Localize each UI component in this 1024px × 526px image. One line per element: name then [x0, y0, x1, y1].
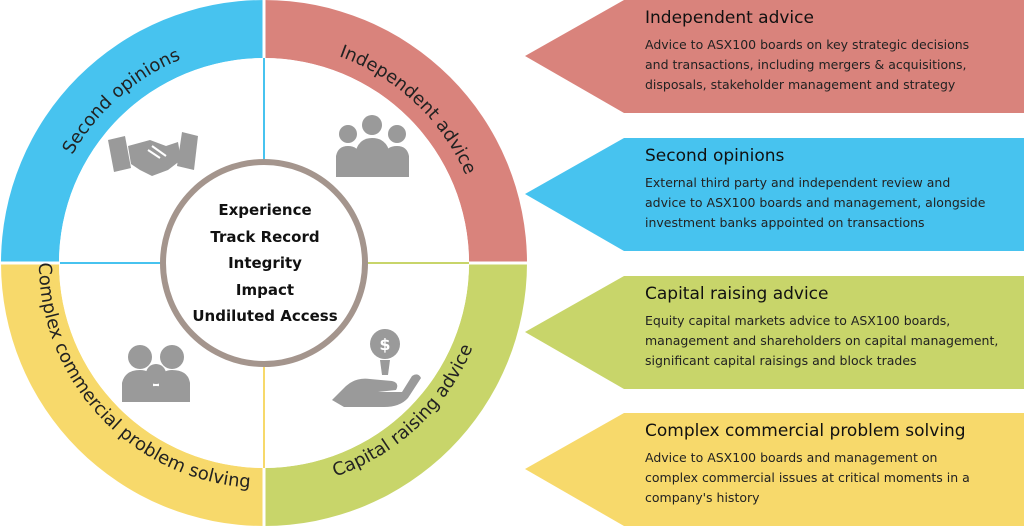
svg-text:$: $ — [379, 335, 390, 354]
card-description: Advice to ASX100 boards and management o… — [645, 450, 970, 505]
family-group-icon — [122, 345, 190, 402]
center-circle — [160, 159, 368, 367]
card-second-opinions[interactable]: Second opinions External third party and… — [525, 138, 1024, 251]
card-description: Equity capital markets advice to ASX100 … — [645, 313, 999, 368]
business-team-icon — [336, 115, 409, 177]
ring-segment-independent-advice[interactable] — [264, 0, 527, 263]
card-independent-advice[interactable]: Independent advice Advice to ASX100 boar… — [525, 0, 1024, 113]
center-value-impact: Impact — [235, 280, 295, 299]
card-complex-problem-solving[interactable]: Complex commercial problem solving Advic… — [525, 413, 1024, 526]
ring-segment-complex-problem-solving[interactable] — [1, 263, 264, 526]
ring-segment-second-opinions[interactable] — [1, 0, 264, 263]
card-capital-raising-advice[interactable]: Capital raising advice Equity capital ma… — [525, 276, 1024, 389]
center-values: Experience Track Record Integrity Impact… — [165, 197, 365, 330]
handshake-icon — [108, 132, 198, 176]
center-value-undiluted-access: Undiluted Access — [192, 307, 338, 325]
center-value-integrity: Integrity — [228, 254, 302, 272]
card-description: Advice to ASX100 boards on key strategic… — [645, 37, 970, 92]
hand-with-dollar-icon: $ — [332, 329, 421, 407]
card-title: Complex commercial problem solving — [645, 421, 966, 441]
service-wheel: Second opinions Independent advice Compl… — [1, 0, 527, 526]
ring-segment-capital-raising[interactable] — [264, 263, 527, 526]
card-description: External third party and independent rev… — [645, 175, 986, 230]
card-title: Independent advice — [645, 8, 814, 28]
card-title: Capital raising advice — [645, 284, 829, 304]
center-value-experience: Experience — [218, 201, 312, 219]
card-title: Second opinions — [645, 146, 785, 166]
center-value-track-record: Track Record — [210, 227, 320, 246]
